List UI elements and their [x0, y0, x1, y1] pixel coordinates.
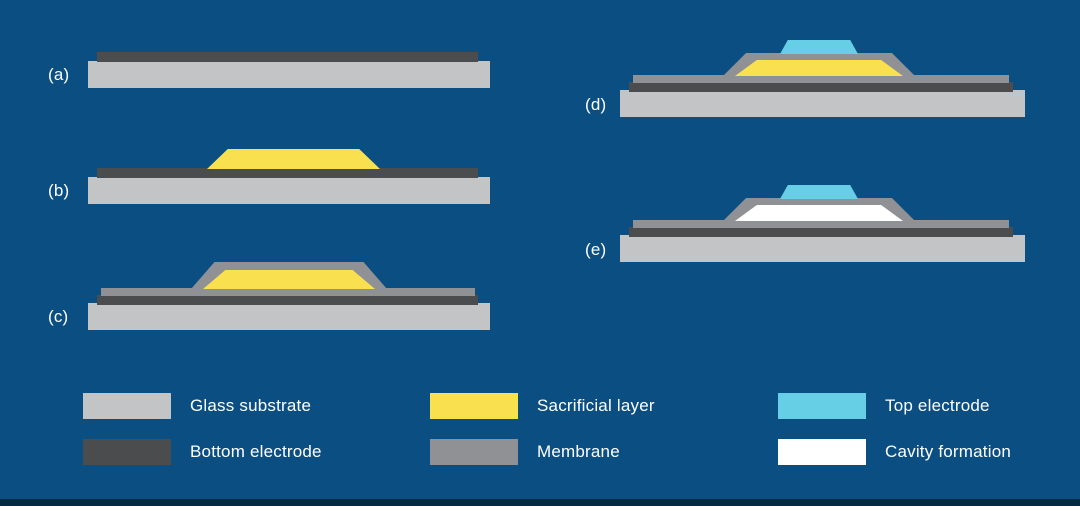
legend-label-sacrificial-layer: Sacrificial layer	[537, 396, 655, 415]
membrane-strip-layer	[633, 220, 1009, 228]
membrane-swatch	[430, 439, 518, 465]
legend-item-membrane: Membrane	[430, 439, 620, 465]
bottom-border-bar	[0, 499, 1080, 506]
sacrificial-layer-swatch	[430, 393, 518, 419]
legend-item-cavity-formation: Cavity formation	[778, 439, 1011, 465]
legend-item-bottom-electrode: Bottom electrode	[83, 439, 322, 465]
sacrificial-layer	[203, 270, 375, 289]
bottom-electrode-layer	[97, 295, 478, 305]
legend-label-top-electrode: Top electrode	[885, 396, 990, 415]
panel-label-c: (c)	[48, 307, 69, 326]
bottom-electrode-layer	[97, 168, 478, 178]
bottom-electrode-layer	[97, 52, 478, 62]
sacrificial-layer	[735, 60, 903, 76]
glass-substrate-swatch	[83, 393, 171, 419]
top-electrode-layer	[780, 40, 858, 54]
sacrificial-layer	[207, 149, 380, 169]
legend-label-glass-substrate: Glass substrate	[190, 396, 312, 415]
legend-item-sacrificial-layer: Sacrificial layer	[430, 393, 655, 419]
bottom-electrode-layer	[629, 227, 1013, 237]
cavity-formation-swatch	[778, 439, 866, 465]
glass-substrate-layer	[88, 61, 490, 88]
panel-label-e: (e)	[585, 240, 607, 259]
bottom-electrode-layer	[629, 82, 1013, 92]
legend-label-cavity-formation: Cavity formation	[885, 442, 1012, 461]
legend-label-bottom-electrode: Bottom electrode	[190, 442, 322, 461]
glass-substrate-layer	[620, 235, 1025, 262]
top-electrode-swatch	[778, 393, 866, 419]
membrane-strip-layer	[633, 75, 1009, 83]
glass-substrate-layer	[88, 177, 490, 204]
panel-label-d: (d)	[585, 95, 607, 114]
top-electrode-layer	[780, 185, 858, 199]
bottom-electrode-swatch	[83, 439, 171, 465]
cavity-layer	[735, 205, 903, 221]
panel-label-b: (b)	[48, 181, 70, 200]
panel-label-a: (a)	[48, 65, 70, 84]
membrane-strip-layer	[101, 288, 475, 296]
legend-item-top-electrode: Top electrode	[778, 393, 990, 419]
glass-substrate-layer	[88, 303, 490, 330]
legend-item-glass-substrate: Glass substrate	[83, 393, 311, 419]
legend-label-membrane: Membrane	[537, 442, 620, 461]
glass-substrate-layer	[620, 90, 1025, 117]
